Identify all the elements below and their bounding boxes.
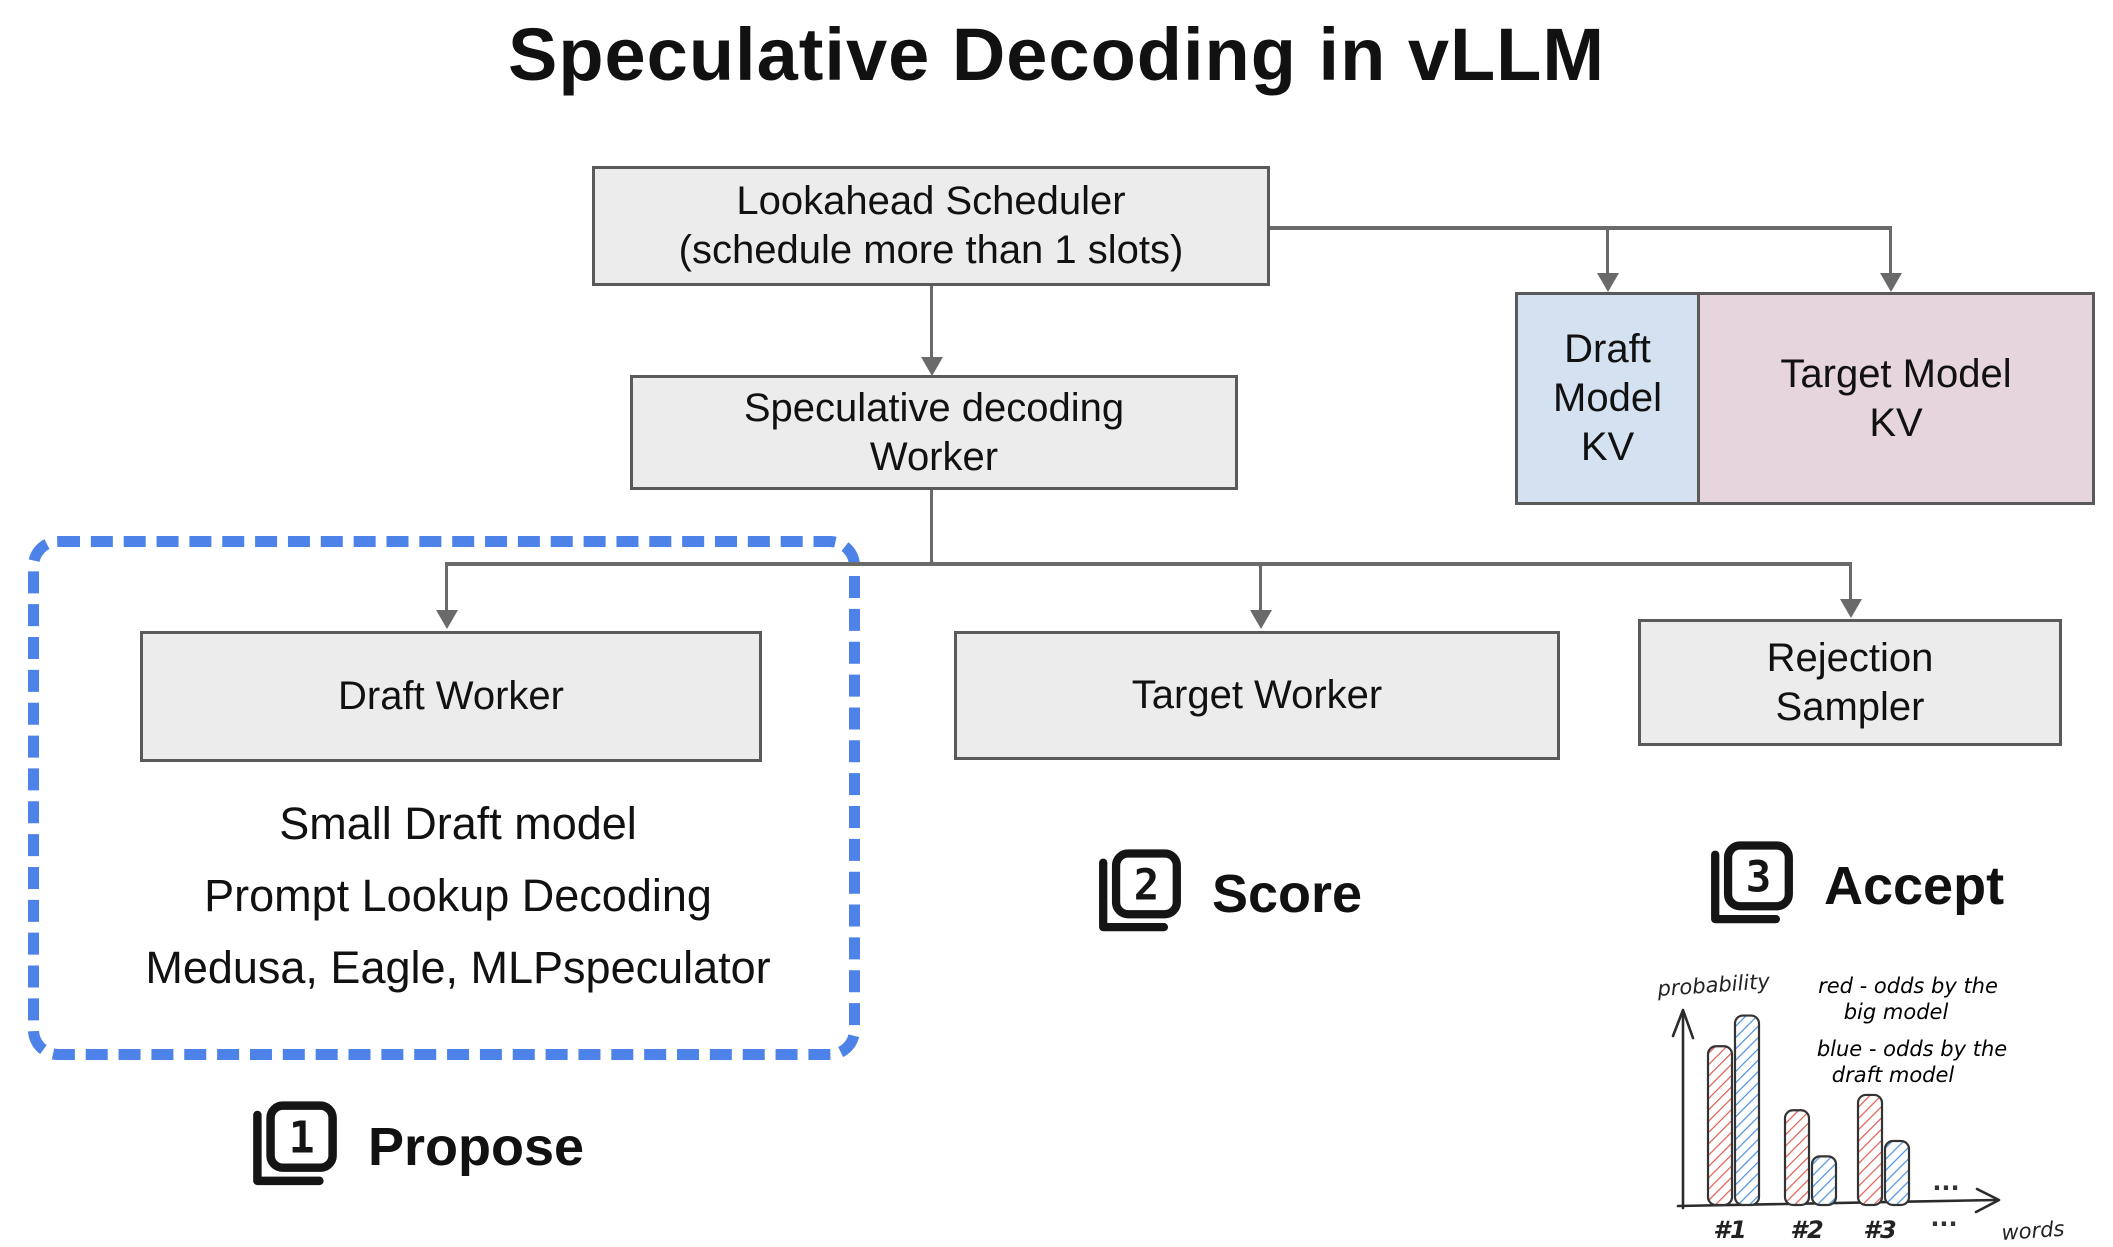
node-label: Lookahead Scheduler (736, 179, 1126, 224)
step-number: 3 (1746, 853, 1771, 902)
chart-legend: red - odds by the big model blue - odds … (1817, 974, 2007, 1087)
step-label: Accept (1824, 856, 2005, 916)
x-axis-label: words (2001, 1217, 2066, 1245)
step-1-badge-icon: 1 (253, 1101, 337, 1186)
legend-blue-line1: blue - odds by the (1817, 1037, 2007, 1061)
connector-drop-draft-kv (1606, 226, 1609, 274)
arrowhead-down-icon (921, 357, 943, 376)
connector-branch-line (446, 562, 1852, 566)
legend-red-line1: red - odds by the (1818, 974, 1998, 998)
page-title: Speculative Decoding in vLLM (507, 13, 1606, 96)
x-tick-label: #1 (1713, 1216, 1746, 1244)
node-label: Target Worker (1131, 673, 1383, 718)
x-tick-label: #3 (1863, 1216, 1896, 1244)
y-axis (1671, 1008, 1695, 1210)
y-axis-label: probability (1656, 969, 1771, 1001)
step-2-badge-icon: 2 (1099, 849, 1181, 932)
connector-drop-target-kv (1889, 226, 1892, 274)
node-label: Model (1553, 376, 1662, 421)
node-label: KV (1580, 424, 1635, 469)
node-label: Target Model (1780, 351, 2012, 396)
node-label: Sampler (1775, 684, 1925, 729)
x-axis (1676, 1187, 2001, 1214)
node-sublabel: (schedule more than 1 slots) (678, 228, 1184, 272)
arrowhead-down-icon (1880, 273, 1902, 292)
probability-chart: probability #1 #2 #3 ... ... words red - o… (1656, 969, 2066, 1245)
ellipsis-annotation: ... (1930, 1204, 1957, 1232)
bar-red-#2 (1783, 1109, 1811, 1207)
arrowhead-down-icon (1840, 599, 1862, 618)
bar-blue-#3 (1883, 1139, 1911, 1207)
node-speculative-decoding-worker: Speculative decoding Worker (630, 375, 1238, 490)
node-label: KV (1869, 400, 1923, 445)
node-rejection-sampler: Rejection Sampler (1638, 619, 2062, 746)
step-3-badge-icon: 3 (1711, 841, 1793, 924)
node-draft-model-kv: Draft Model KV (1515, 292, 1700, 505)
connector-specworker-to-branch (930, 490, 933, 565)
legend-blue-line2: draft model (1832, 1063, 1955, 1087)
bar-red-#1 (1706, 1045, 1734, 1207)
node-label: Speculative decoding (743, 385, 1125, 430)
legend-red-line2: big model (1844, 1000, 1949, 1024)
node-label: Draft Worker (338, 674, 564, 719)
draft-method-line: Prompt Lookup Decoding (204, 870, 712, 921)
connector-drop-rejection-sampler (1849, 562, 1852, 600)
ellipsis-annotation: ... (1932, 1168, 1959, 1196)
node-label: Rejection (1766, 635, 1934, 680)
bar-blue-#1 (1733, 1014, 1761, 1207)
step-number: 2 (1134, 861, 1159, 910)
step-label: Propose (368, 1117, 585, 1177)
bar-blue-#2 (1810, 1155, 1838, 1207)
draft-method-line: Medusa, Eagle, MLPspeculator (145, 942, 771, 993)
step-label: Score (1212, 864, 1363, 924)
connector-drop-draft-worker (445, 562, 448, 611)
connector-lookahead-to-kv (1270, 226, 1892, 230)
step-number: 1 (289, 1114, 315, 1164)
draft-methods-text: Small Draft model Prompt Lookup Decoding… (58, 788, 858, 1004)
node-label: Worker (869, 434, 999, 479)
bars-layer: #1 #2 #3 (1706, 1014, 1911, 1244)
propose-group-dashed-outline (28, 536, 860, 1060)
step-score: 2 Score (1094, 848, 1362, 940)
connector-lookahead-to-specworker (930, 286, 933, 357)
arrowhead-down-icon (1597, 273, 1619, 292)
node-lookahead-scheduler: Lookahead Scheduler (schedule more than … (592, 166, 1270, 286)
node-target-model-kv: Target Model KV (1697, 292, 2095, 505)
node-target-worker: Target Worker (954, 631, 1560, 760)
node-label: Draft (1564, 327, 1651, 372)
step-propose: 1 Propose (248, 1100, 584, 1194)
bar-red-#3 (1856, 1093, 1884, 1207)
x-tick-label: #2 (1790, 1216, 1823, 1244)
draft-method-line: Small Draft model (279, 798, 637, 849)
connector-drop-target-worker (1259, 562, 1262, 611)
step-accept: 3 Accept (1706, 840, 2004, 932)
arrowhead-down-icon (436, 610, 458, 629)
arrowhead-down-icon (1250, 610, 1272, 629)
node-draft-worker: Draft Worker (140, 631, 762, 762)
